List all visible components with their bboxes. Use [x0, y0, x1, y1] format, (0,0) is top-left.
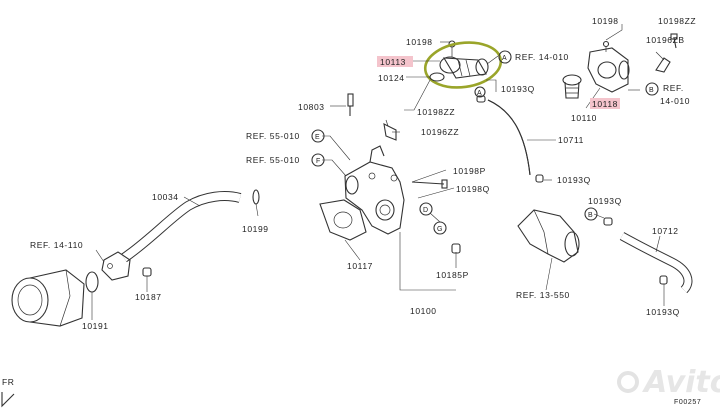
label-10117: 10117: [347, 261, 373, 271]
label-10034: 10034: [152, 192, 179, 202]
svg-text:F: F: [316, 158, 321, 165]
callout-g: G: [433, 221, 447, 235]
clamp-10193q-lower: [659, 275, 668, 285]
callout-b-lower: B: [584, 207, 598, 221]
figure-code: F00257: [674, 399, 701, 406]
label-ref-14-010-a: REF. 14-010: [515, 52, 569, 62]
gasket-10124: [429, 72, 445, 82]
label-10191: 10191: [82, 321, 109, 331]
callout-a-top: A: [498, 50, 512, 64]
highlight-10118: [590, 98, 620, 109]
label-ref-13-550: REF. 13-550: [516, 290, 570, 300]
clamp-10193q-mid: [535, 174, 544, 183]
label-10118: 10118: [592, 99, 618, 109]
bolt-10198zz: [670, 33, 678, 49]
callout-f: F: [311, 153, 325, 167]
water-outlet-housing: [344, 145, 405, 235]
bracket-10196zz: [383, 119, 397, 141]
fr-label: FR: [2, 377, 15, 387]
label-10198zz-center: 10198ZZ: [417, 107, 455, 117]
gasket-10117: [319, 199, 367, 241]
svg-text:B: B: [649, 87, 654, 94]
label-ref-55-010-e: REF. 55-010: [246, 131, 300, 141]
pipe-flange: [101, 251, 131, 281]
svg-text:D: D: [423, 207, 429, 214]
svg-text:B: B: [588, 212, 593, 219]
o-ring-10199: [252, 189, 260, 205]
label-10198p: 10198P: [453, 166, 486, 176]
label-10193q-right: 10193Q: [588, 196, 622, 206]
label-10100: 10100: [410, 306, 437, 316]
thermostat-housing-10118: [587, 40, 630, 93]
svg-text:G: G: [437, 226, 443, 233]
label-10198-right: 10198: [592, 16, 619, 26]
watermark-logo: Avito: [617, 365, 720, 400]
bolt-10187: [142, 267, 152, 277]
label-10198q: 10198Q: [456, 184, 490, 194]
water-pump-assembly: [11, 269, 99, 327]
label-10711: 10711: [558, 135, 584, 145]
label-10198-top: 10198: [406, 37, 433, 47]
bolt-10198p: [411, 179, 448, 189]
label-ref-b: REF.: [663, 83, 684, 93]
front-direction-arrow: FR: [1, 377, 15, 408]
label-ref-14-110: REF. 14-110: [30, 240, 83, 250]
callout-a-lower: A: [474, 86, 486, 98]
water-inlet-pipe: [517, 209, 580, 263]
callout-b-right: B: [645, 82, 659, 96]
label-10124: 10124: [378, 73, 405, 83]
label-10803: 10803: [298, 102, 325, 112]
label-10187: 10187: [135, 292, 162, 302]
clamp-10193q-top: [476, 95, 486, 103]
label-10712: 10712: [652, 226, 679, 236]
callout-d: D: [419, 202, 433, 216]
svg-text:E: E: [315, 134, 320, 141]
label-10198zz-right: 10198ZZ: [658, 16, 696, 26]
label-10185p: 10185P: [436, 270, 469, 280]
label-10110: 10110: [571, 113, 597, 123]
label-10199: 10199: [242, 224, 269, 234]
svg-text:A: A: [477, 90, 482, 97]
label-10196zz: 10196ZZ: [421, 127, 459, 137]
label-ref-b-number: 14-010: [660, 96, 690, 106]
bracket-10196zb: [655, 57, 671, 73]
label-ref-55-010-f: REF. 55-010: [246, 155, 300, 165]
highlight-10113: [377, 56, 413, 67]
label-10113: 10113: [380, 57, 406, 67]
label-10193q-lower: 10193Q: [646, 307, 680, 317]
thermostat-10110: [562, 74, 582, 99]
label-10196zb: 10196ZB: [646, 35, 685, 45]
clamp-10193q-right: [603, 217, 613, 226]
svg-text:A: A: [502, 55, 507, 62]
sensor-10803: [347, 93, 354, 116]
svg-text:Avito: Avito: [642, 365, 720, 400]
callout-e: E: [311, 129, 325, 143]
label-10193q-mid: 10193Q: [557, 175, 591, 185]
label-10193q-top: 10193Q: [501, 84, 535, 94]
leader-lines: [91, 24, 665, 320]
highlight-ring: [423, 41, 503, 89]
hose-10711: [487, 99, 531, 176]
outlet-fitting-10113: [439, 40, 489, 79]
bolt-10185p: [451, 243, 461, 254]
